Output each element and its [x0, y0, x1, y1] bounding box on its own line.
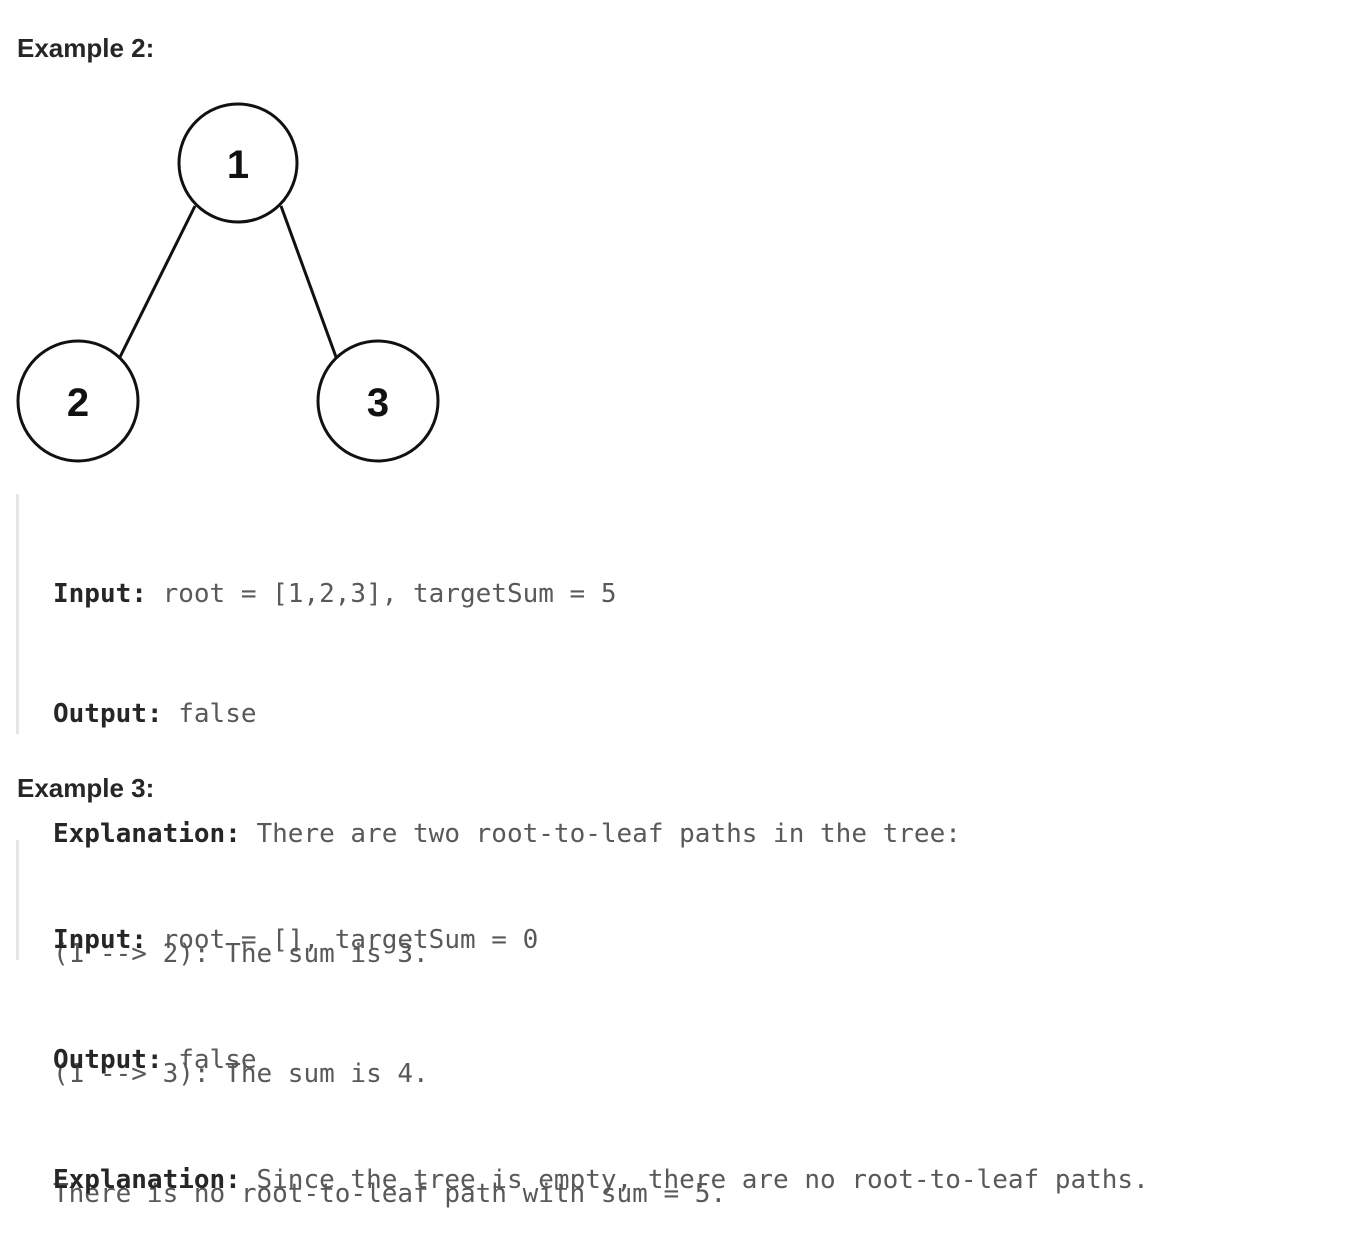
explanation-line: Explanation: There are two root-to-leaf … [53, 814, 961, 854]
tree-node-circle [177, 102, 299, 224]
input-value: root = [1,2,3], targetSum = 5 [146, 579, 617, 609]
tree-node-circle [16, 339, 140, 463]
explanation-detail-line: (1 --> 2): The sum is 3. [53, 939, 429, 969]
tree-edge-1-2 [118, 205, 197, 358]
tree-edge-1-3 [279, 205, 338, 358]
output-label: Output: [53, 1045, 163, 1075]
example-2-heading: Example 2: [17, 33, 155, 63]
tree-node-circle [316, 339, 440, 463]
explanation-label: Explanation: [53, 1165, 241, 1195]
explanation-label: Explanation: [53, 819, 241, 849]
input-value: root = [], targetSum = 0 [146, 925, 539, 955]
tree-node-label: 3 [367, 381, 389, 425]
output-label: Output: [53, 699, 163, 729]
tree-node-1: 1 [177, 102, 299, 224]
tree-svg: 1 2 3 [16, 102, 440, 463]
input-label: Input: [53, 579, 147, 609]
output-value: false [162, 1045, 257, 1075]
example-3-io-block: Input: root = [], targetSum = 0 Output: … [16, 840, 1149, 1195]
example-3-heading: Example 3: [17, 773, 155, 803]
input-label: Input: [53, 925, 147, 955]
explanation-line: Explanation: Since the tree is empty, th… [53, 1160, 1149, 1200]
explanation-value: Since the tree is empty, there are no ro… [240, 1165, 1149, 1195]
explanation-value: There are two root-to-leaf paths in the … [240, 819, 961, 849]
output-line: Output: false [53, 694, 961, 734]
output-value: false [162, 699, 257, 729]
input-line: Input: root = [1,2,3], targetSum = 5 [53, 574, 961, 614]
binary-tree-diagram: 1 2 3 [0, 90, 460, 470]
tree-node-3: 3 [316, 339, 440, 463]
tree-node-2: 2 [16, 339, 140, 463]
tree-node-label: 2 [67, 381, 89, 425]
tree-node-label: 1 [227, 143, 249, 187]
example-2-io-block: Input: root = [1,2,3], targetSum = 5 Out… [16, 494, 961, 1209]
output-line: Output: false [53, 1040, 1149, 1080]
input-line: Input: root = [], targetSum = 0 [53, 920, 1149, 960]
